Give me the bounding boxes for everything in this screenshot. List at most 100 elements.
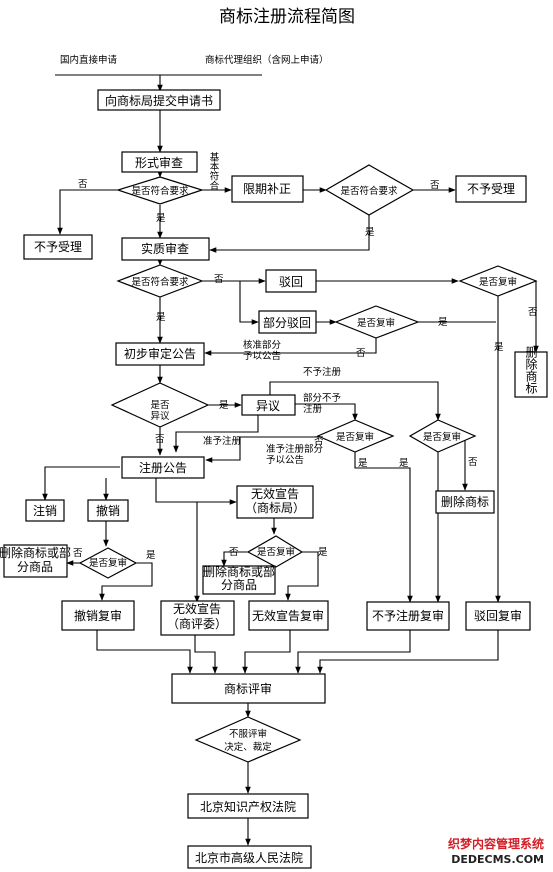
board-review-label: 商标评审 (224, 681, 272, 696)
registration-announcement-box (121, 456, 205, 479)
cancel-box (25, 499, 65, 522)
high-court-box (187, 845, 312, 869)
no-label-6: 否 (155, 434, 165, 445)
yes-label-10: 是 (318, 547, 328, 558)
delete-mark-box-1 (514, 351, 548, 398)
amend-check-diamond (324, 164, 415, 216)
reexam-diamond-2 (334, 305, 420, 339)
refuse-reg-review-box (366, 601, 450, 631)
board-review-box (171, 673, 326, 704)
substantive-label: 实质审查 (141, 241, 189, 256)
formal-check-label: 是否符合要求 (131, 185, 189, 197)
amend-box (231, 175, 304, 203)
delete-partial-box-1 (3, 544, 68, 578)
amend-label: 限期补正 (243, 182, 291, 196)
watermark-line-2: DEDECMS.COM (451, 853, 544, 866)
appeal-label: 不服评审决定、裁定 (224, 728, 272, 753)
opposition-label: 异议 (256, 399, 280, 413)
opposition-box (241, 394, 296, 416)
reexam-diamond-4 (408, 419, 477, 453)
substantive-check-label: 是否符合要求 (131, 276, 189, 288)
partial-reject-box (258, 310, 317, 334)
revoke-review-label: 撤销复审 (74, 608, 122, 623)
diagram-title: 商标注册流程简图 (219, 7, 355, 27)
reexam-diamond-5 (78, 547, 138, 579)
reject-review-box (465, 601, 531, 631)
texts: 商标注册流程简图 国内直接申请 商标代理组织（含网上申请） 向商标局提交申请书 … (0, 7, 544, 866)
no-label-9: 否 (73, 548, 83, 559)
refuse-reg-label: 不予注册 (303, 366, 342, 378)
refuse-reg-review-label: 不予注册复审 (372, 608, 444, 623)
rejected-label: 驳回 (279, 275, 303, 289)
cancel-label: 注销 (33, 503, 57, 518)
delete-partial-label-2: 删除商标或部分商品 (203, 564, 275, 592)
delete-partial-label-1: 删除商标或部分商品 (0, 545, 71, 574)
yes-label-3: 是 (156, 312, 166, 323)
reexam-diamond-1 (458, 265, 538, 297)
reject-accept-box-1 (23, 234, 93, 260)
submit-label: 向商标局提交申请书 (105, 93, 213, 108)
yes-label-5: 是 (494, 342, 504, 353)
reexam-label-4: 是否复审 (423, 431, 461, 443)
connectors (42, 74, 539, 846)
yes-label-7: 是 (358, 458, 368, 469)
watermark-line-1: 织梦内容管理系统 (448, 836, 544, 851)
invalid-office-box (236, 485, 314, 519)
submit-box (97, 89, 221, 111)
reexam-label-2: 是否复审 (357, 317, 395, 329)
reject-accept-box-2 (455, 175, 527, 203)
revoke-box (87, 499, 129, 522)
no-label-3: 否 (214, 274, 224, 285)
prelim-announcement-box (115, 342, 205, 366)
rejected-box (265, 269, 317, 293)
invalid-review-box (248, 600, 329, 631)
registration-label: 注册公告 (139, 460, 187, 475)
no-label-1: 否 (78, 179, 88, 190)
ip-court-label: 北京知识产权法院 (200, 800, 296, 814)
reexam-label-6: 是否复审 (257, 546, 295, 558)
amend-check-label: 是否符合要求 (340, 185, 398, 197)
delete-mark-label-1: 删除商标 (524, 346, 538, 394)
reexam-diamond-6 (246, 535, 304, 568)
partial-refuse-label: 部分不予注册 (303, 392, 342, 415)
reexam-diamond-3 (316, 419, 395, 453)
substantive-review-box (121, 237, 210, 261)
partial-reject-label: 部分驳回 (263, 315, 311, 330)
reexam-label-3: 是否复审 (336, 431, 374, 443)
no-label-8: 否 (468, 457, 478, 468)
approve-partial-label: 核准部分予以公告 (243, 339, 282, 362)
opposition-check-diamond (110, 382, 210, 428)
no-label-10: 否 (229, 547, 239, 558)
formal-review-label: 形式审查 (135, 155, 183, 170)
formal-review-box (121, 151, 198, 173)
reject-review-label: 驳回复审 (474, 608, 522, 623)
approve-partial-reg-label: 准予注册部分予以公告 (266, 443, 324, 466)
formal-check-diamond (116, 176, 204, 205)
basic-ok-label: 基本符合 (208, 151, 220, 191)
no-label-7: 否 (314, 436, 324, 447)
shapes (3, 89, 548, 869)
source-domestic: 国内直接申请 (60, 54, 118, 66)
reexam-label-5: 是否复审 (89, 557, 127, 569)
invalid-office-label: 无效宣告（商标局） (245, 486, 305, 515)
revoke-label: 撤销 (96, 503, 120, 518)
delete-mark-box-2 (435, 490, 495, 514)
yes-label-8: 是 (399, 458, 409, 469)
appeal-diamond (194, 716, 302, 763)
opposition-check-label: 是否异议 (150, 400, 170, 422)
delete-partial-box-2 (202, 565, 276, 595)
yes-label-9: 是 (146, 550, 156, 561)
no-label-4: 否 (356, 348, 366, 359)
source-agency: 商标代理组织（含网上申请） (205, 54, 329, 66)
ip-court-box (187, 793, 309, 819)
revoke-review-box (61, 600, 135, 631)
yes-label-6: 是 (219, 400, 229, 411)
approve-reg-label: 准予注册 (203, 435, 242, 447)
yes-label-2: 是 (365, 227, 375, 238)
prelim-label: 初步审定公告 (124, 346, 196, 361)
yes-label-1: 是 (156, 213, 166, 224)
invalid-board-box (160, 600, 235, 636)
no-label-2: 否 (430, 180, 440, 191)
reject-accept-label-1: 不予受理 (34, 240, 82, 254)
